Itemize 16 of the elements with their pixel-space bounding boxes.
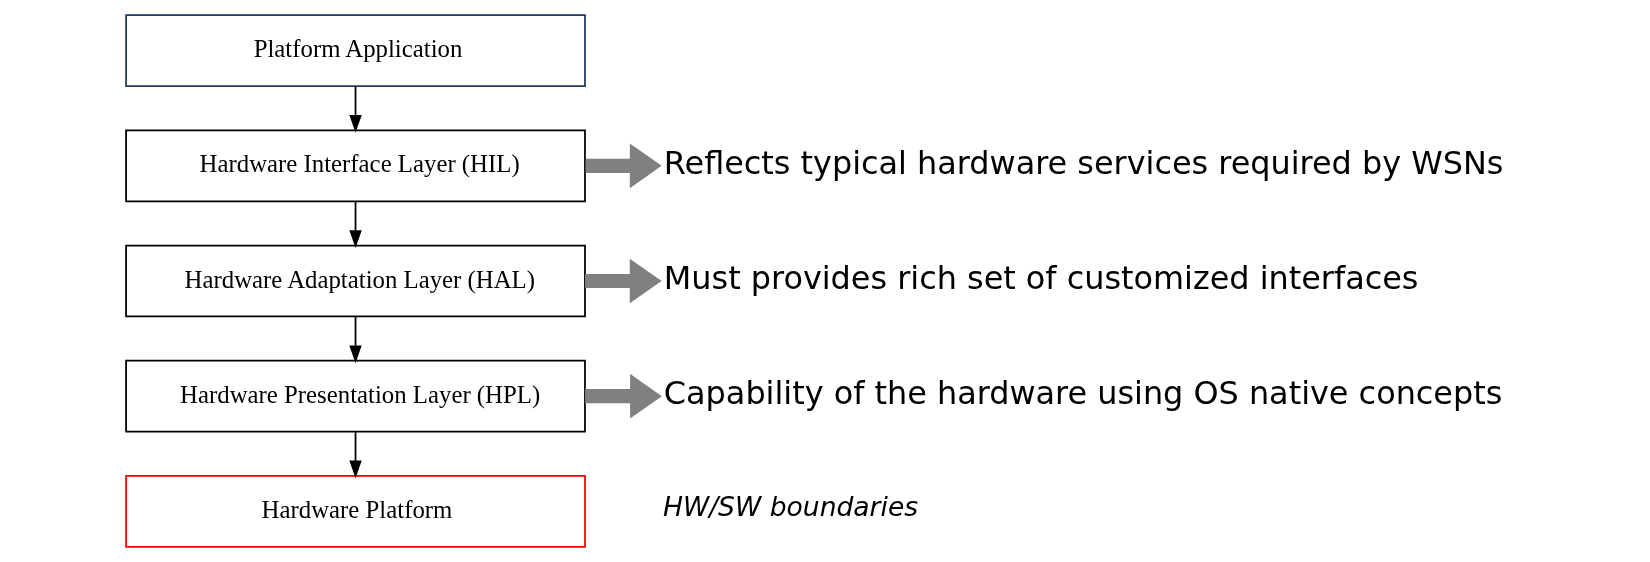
node-box: Platform Application	[124, 14, 586, 87]
node-text: Must provides rich set of customized interfaces	[663, 258, 1418, 297]
arrow	[348, 315, 362, 364]
label: HW/SW boundaries	[662, 490, 918, 522]
arrow	[584, 258, 662, 304]
arrow	[348, 85, 362, 133]
arrow	[584, 373, 662, 419]
arrow	[348, 431, 362, 479]
arrow	[585, 143, 662, 189]
node-box: Hardware Adaptation Layer (HAL)	[124, 244, 586, 318]
node-box: Hardware Platform	[124, 475, 586, 548]
node-box: Hardware Presentation Layer (HPL)	[124, 359, 586, 433]
node-text: Reflects typical hardware services required by WSNs	[663, 143, 1503, 182]
node-box: Hardware Interface Layer (HIL)	[124, 129, 586, 203]
node-text: Capability of the hardware using OS native concepts	[663, 373, 1502, 412]
arrow	[348, 200, 362, 248]
